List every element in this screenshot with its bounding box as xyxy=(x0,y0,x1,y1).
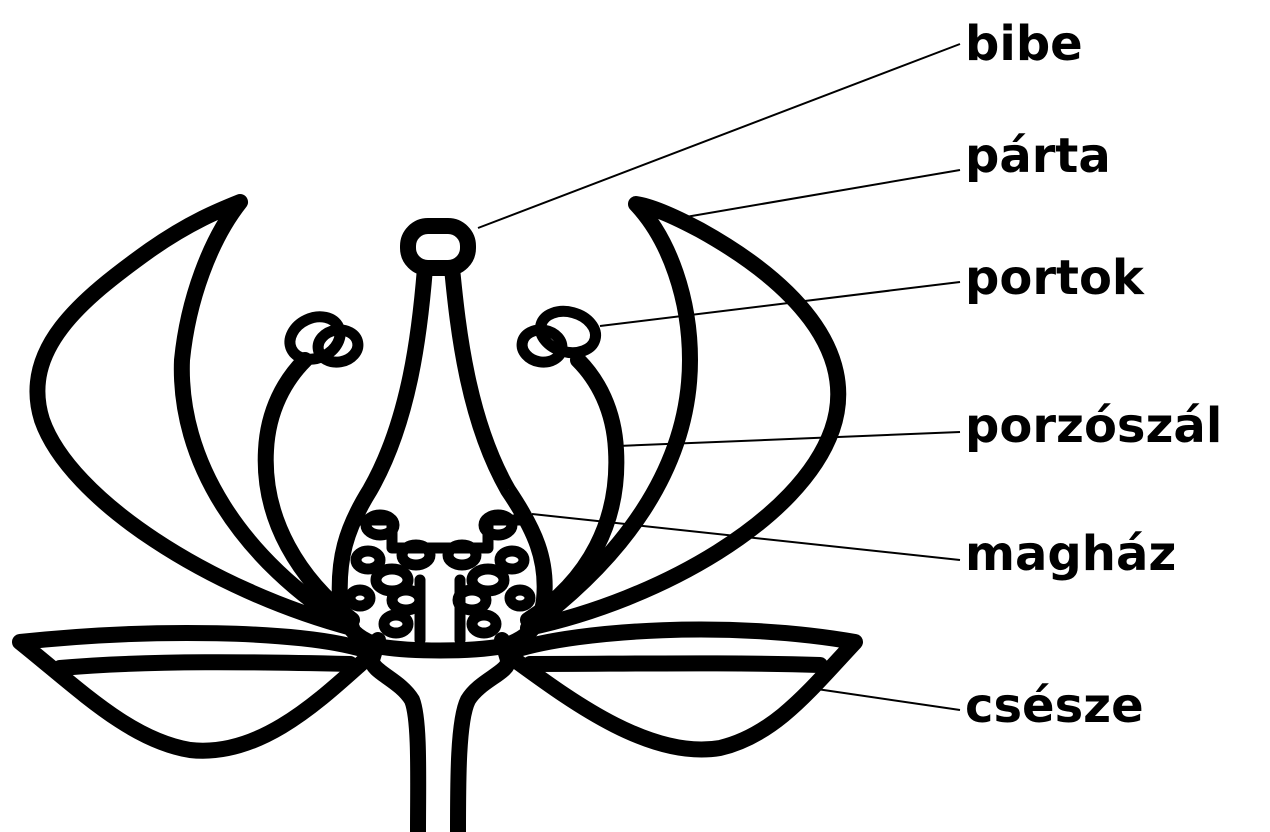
anther-right xyxy=(520,305,601,365)
label-calyx: csésze xyxy=(965,678,1144,734)
label-filament: porzószál xyxy=(965,398,1222,454)
sepal-right xyxy=(515,630,855,750)
sepal-left xyxy=(20,633,365,751)
petal-right xyxy=(528,204,838,628)
anther-left xyxy=(283,309,360,367)
pistil xyxy=(340,226,545,646)
label-corolla: párta xyxy=(965,128,1111,184)
stigma-shape xyxy=(408,226,468,268)
leader-calyx xyxy=(810,688,960,710)
leader-corolla xyxy=(680,170,960,218)
label-stigma: bibe xyxy=(965,16,1083,72)
label-anther: portok xyxy=(965,250,1145,306)
stem xyxy=(372,640,508,832)
label-ovary: magház xyxy=(965,526,1176,582)
leader-stigma xyxy=(478,44,960,228)
labels: bibe párta portok porzószál magház csész… xyxy=(965,16,1222,734)
ovary-shape xyxy=(350,515,530,640)
